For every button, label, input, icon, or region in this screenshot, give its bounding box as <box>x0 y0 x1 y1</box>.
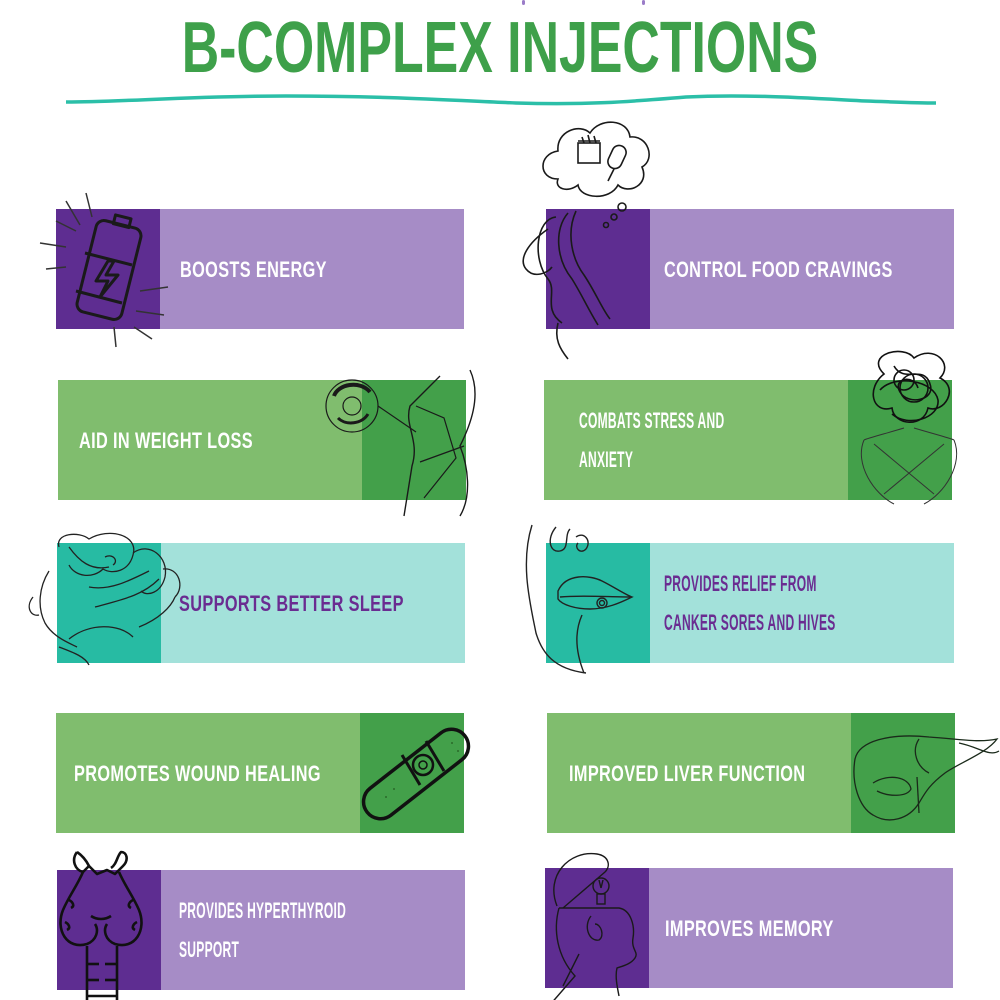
benefit-label: IMPROVED LIVER FUNCTION <box>569 760 806 786</box>
benefit-label-line: PROVIDES RELIEF FROM <box>664 571 817 596</box>
card-accent <box>57 543 161 663</box>
benefit-card-relief-canker-sores-hives: PROVIDES RELIEF FROM CANKER SORES AND HIV… <box>525 524 954 674</box>
benefit-card-boosts-energy: BOOSTS ENERGY <box>39 192 464 348</box>
benefit-card-control-food-cravings: CONTROL FOOD CRAVINGS <box>522 121 954 360</box>
cropped-subtitle-fragment <box>522 0 525 5</box>
benefit-card-combats-stress-and-anxiety: COMBATS STRESS AND ANXIETY <box>544 350 958 505</box>
benefit-card-improved-liver-function: IMPROVED LIVER FUNCTION <box>547 713 1000 833</box>
card-accent <box>545 868 649 988</box>
benefit-label: SUPPORTS BETTER SLEEP <box>179 590 404 616</box>
benefit-label: CONTROL FOOD CRAVINGS <box>664 256 893 282</box>
benefit-label: PROVIDES HYPERTHYROID SUPPORT <box>179 870 484 990</box>
divider-line <box>64 92 938 108</box>
benefit-card-improves-memory: IMPROVES MEMORY <box>545 852 953 1000</box>
benefit-label: COMBATS STRESS AND ANXIETY <box>579 380 845 500</box>
benefit-label: PROVIDES RELIEF FROM CANKER SORES AND HIV… <box>664 543 977 663</box>
card-accent <box>57 870 161 990</box>
benefit-card-hyperthyroid-support: PROVIDES HYPERTHYROID SUPPORT <box>57 850 465 1000</box>
benefit-label: BOOSTS ENERGY <box>180 256 327 282</box>
benefit-card-promotes-wound-healing: PROMOTES WOUND HEALING <box>56 713 471 833</box>
benefit-card-supports-better-sleep: SUPPORTS BETTER SLEEP <box>28 532 465 666</box>
card-accent <box>546 209 650 329</box>
card-accent <box>56 209 160 329</box>
benefit-label-line: ANXIETY <box>579 447 634 472</box>
benefit-label: PROMOTES WOUND HEALING <box>74 760 321 786</box>
benefit-card-aid-in-weight-loss: AID IN WEIGHT LOSS <box>58 369 476 517</box>
benefit-label-line: COMBATS STRESS AND <box>579 408 725 433</box>
benefit-label: IMPROVES MEMORY <box>665 915 834 941</box>
benefit-label-line: PROVIDES HYPERTHYROID <box>179 898 347 923</box>
benefit-label-line: CANKER SORES AND HIVES <box>664 610 836 635</box>
benefit-label: AID IN WEIGHT LOSS <box>79 427 253 453</box>
card-accent <box>362 380 466 500</box>
benefit-label-line: SUPPORT <box>179 937 240 962</box>
card-accent <box>848 380 952 500</box>
page-title: B-COMPLEX INJECTIONS <box>181 8 819 88</box>
cropped-subtitle-fragment <box>642 0 645 5</box>
card-accent <box>546 543 650 663</box>
